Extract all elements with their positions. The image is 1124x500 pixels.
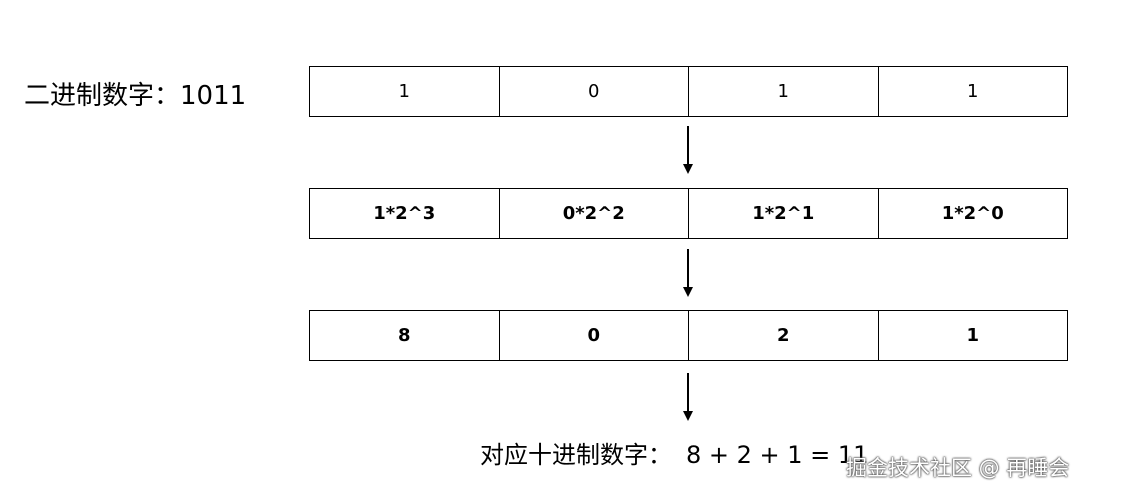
watermark: 掘金技术社区 @ 再睡会 — [846, 456, 1070, 480]
value-cell: 1 — [966, 325, 980, 346]
power-terms-row: 1*2^3 0*2^2 1*2^1 1*2^0 — [309, 188, 1068, 239]
place-values-row: 8 0 2 1 — [309, 310, 1068, 361]
bit-cell: 0 — [500, 67, 689, 116]
value-cell: 2 — [689, 311, 879, 360]
binary-bits-row: 1 0 1 1 — [309, 66, 1068, 117]
down-arrow-icon — [683, 126, 693, 174]
power-term-cell: 1*2^1 — [689, 189, 879, 238]
down-arrow-icon — [683, 373, 693, 421]
decimal-result-label: 对应十进制数字： — [480, 441, 672, 469]
bit-cell: 1 — [689, 67, 879, 116]
power-term-cell: 1*2^3 — [310, 189, 500, 238]
decimal-result-expression: 8 + 2 + 1 = 11 — [686, 441, 869, 469]
power-term-cell: 0*2^2 — [500, 189, 689, 238]
value-cell: 0 — [500, 311, 689, 360]
power-term-cell: 1*2^0 — [941, 203, 1004, 224]
value-cell: 8 — [310, 311, 500, 360]
binary-number-label: 二进制数字：1011 — [24, 81, 247, 111]
bit-cell: 1 — [967, 81, 979, 102]
bit-cell: 1 — [310, 67, 500, 116]
decimal-result: 对应十进制数字： 8 + 2 + 1 = 11 — [480, 435, 868, 475]
down-arrow-icon — [683, 249, 693, 297]
